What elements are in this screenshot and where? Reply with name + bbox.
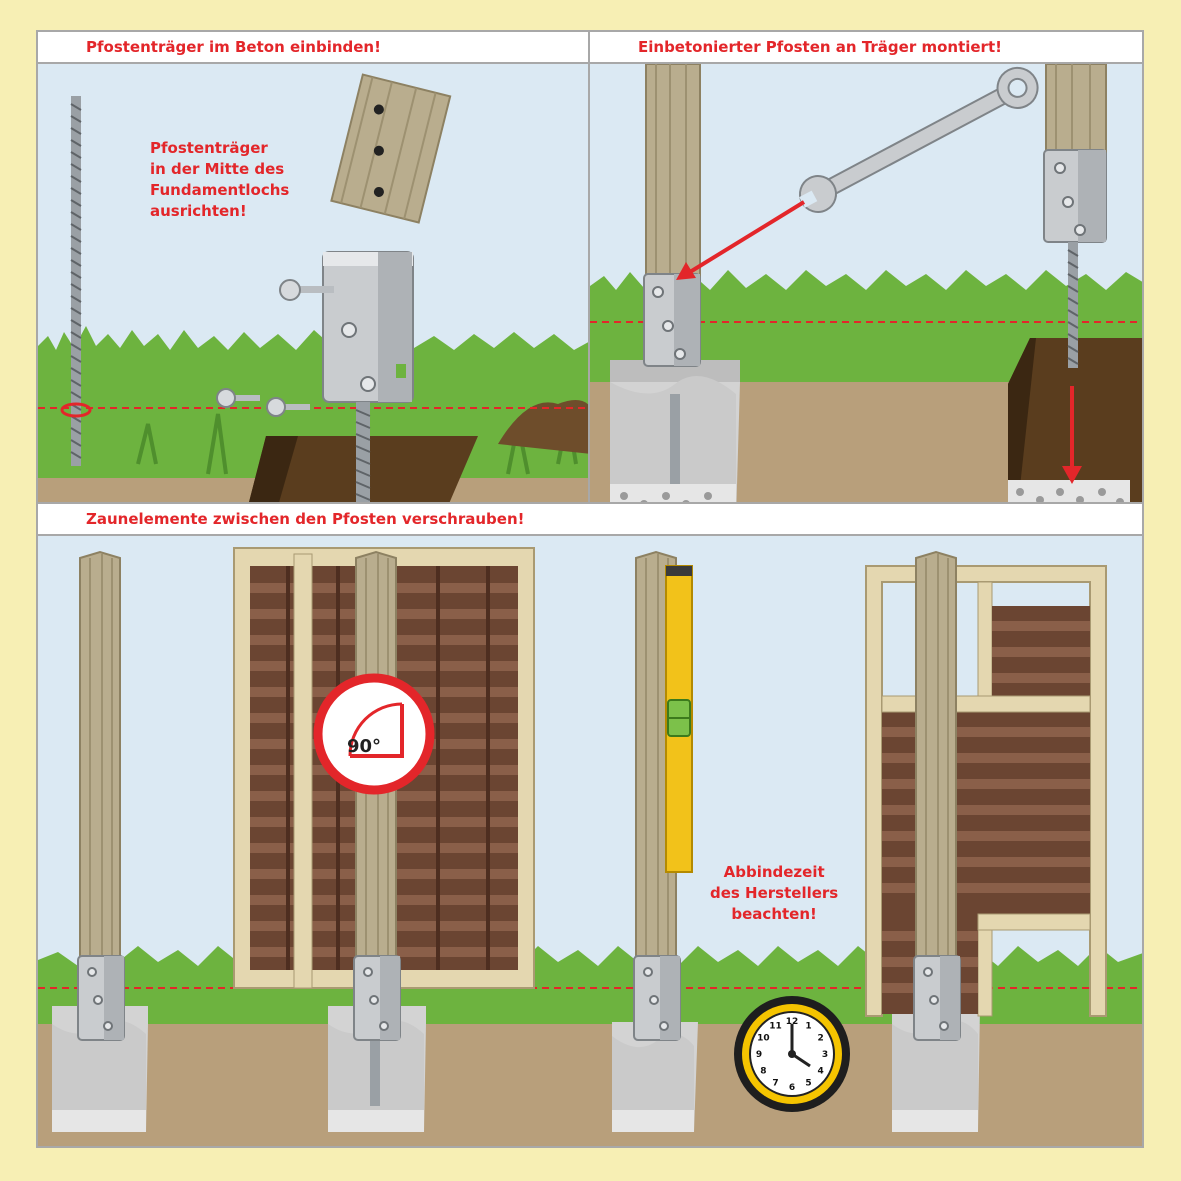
soil-pile xyxy=(498,400,588,454)
scene-fence-elements: 90° 12 12 3 456 78 9 10 11 xyxy=(38,547,1142,1146)
panel-title-bar: Einbetonierter Pfosten an Träger montier… xyxy=(590,32,1142,64)
panel-title-bar: Zaunelemente zwischen den Pfosten versch… xyxy=(38,504,1142,536)
clock-icon: 12 12 3 456 78 9 10 11 xyxy=(734,996,850,1112)
fence-post-4 xyxy=(913,550,961,1041)
panel-title: Einbetonierter Pfosten an Träger montier… xyxy=(638,38,1002,56)
panel-title-bar: Pfostenträger im Beton einbinden! xyxy=(38,32,588,64)
clock-number: 11 xyxy=(769,1021,782,1031)
clock-numbers: 12 12 3 456 78 9 10 11 xyxy=(756,1017,828,1093)
scene-post-mounted xyxy=(590,64,1142,502)
spirit-level-icon xyxy=(665,565,693,873)
concrete-foundation-3 xyxy=(612,1022,698,1132)
grass-strip xyxy=(38,326,588,364)
carrier-anchor-rod xyxy=(356,402,370,502)
concrete-foundation-2 xyxy=(328,1006,426,1132)
wrench-icon xyxy=(799,66,1039,213)
clock-number: 8 xyxy=(760,1067,766,1077)
threaded-rod-stake xyxy=(71,96,81,466)
panel-post-mounted: Einbetonierter Pfosten an Träger montier… xyxy=(588,30,1144,504)
panel-title: Pfostenträger im Beton einbinden! xyxy=(86,38,381,56)
clock-number: 1 xyxy=(805,1021,811,1031)
clock-number: 9 xyxy=(756,1050,762,1060)
panel-fence-elements: Zaunelemente zwischen den Pfosten versch… xyxy=(36,502,1144,1148)
gravel-bed xyxy=(1008,480,1130,502)
clock-number: 7 xyxy=(772,1079,778,1089)
note-align-carrier: Pfostenträger in der Mitte des Fundament… xyxy=(150,139,290,220)
bolt-loose-1 xyxy=(216,388,260,408)
arrow-to-bracket xyxy=(688,200,806,274)
clock-number: 12 xyxy=(786,1017,799,1027)
foundation-hole xyxy=(1008,338,1142,502)
clock-number: 6 xyxy=(789,1083,795,1093)
clock-number: 3 xyxy=(822,1050,828,1060)
panel-title: Zaunelemente zwischen den Pfosten versch… xyxy=(86,510,525,528)
scene-embed-carrier xyxy=(38,73,588,502)
clock-number: 4 xyxy=(817,1067,823,1077)
string-knot xyxy=(60,402,92,418)
woven-fence-panel-2 xyxy=(865,565,1107,1017)
panel-embed-carrier: Pfostenträger im Beton einbinden! xyxy=(36,30,590,504)
post-carrier-bracket xyxy=(279,251,414,403)
carrier-anchor-rod xyxy=(1068,242,1078,368)
gravel-bed xyxy=(610,484,736,502)
grass-tufts xyxy=(136,413,578,475)
clock-number: 5 xyxy=(805,1079,811,1089)
clock-number: 10 xyxy=(757,1034,770,1044)
wood-post-falling xyxy=(330,73,452,224)
bolt-loose-2 xyxy=(266,397,310,417)
note-curing-time: Abbindezeit des Herstellers beachten! xyxy=(710,863,839,923)
right-angle-badge: 90° xyxy=(313,673,435,795)
fence-post-1 xyxy=(77,550,125,1041)
clock-number: 2 xyxy=(817,1034,823,1044)
grass-strip xyxy=(590,268,1142,304)
wood-post-left xyxy=(645,64,701,285)
angle-label: 90° xyxy=(347,736,381,757)
fence-post-2 xyxy=(353,550,401,1041)
